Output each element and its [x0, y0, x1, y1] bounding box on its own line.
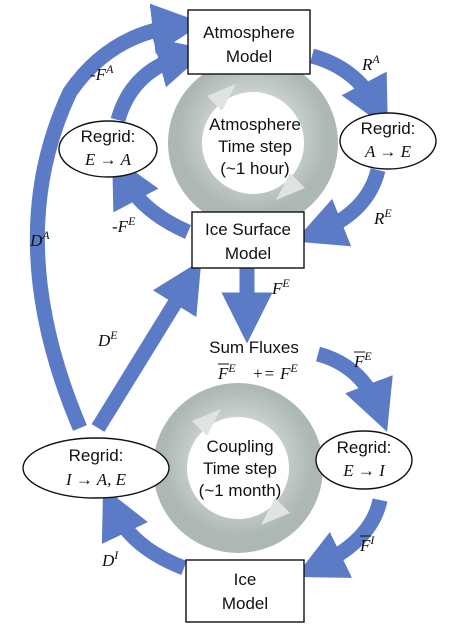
arrow-de [91, 260, 202, 432]
ice-model-box: Ice Model [185, 559, 305, 623]
ice-surface-model-line1: Ice Surface [205, 220, 291, 239]
atmosphere-model-box: Atmosphere Model [187, 9, 311, 75]
ring-arrowhead [276, 173, 305, 200]
ring-arrowhead [207, 84, 236, 111]
regrid-i-to-ae-map: I → A, E [65, 470, 127, 489]
arrow-di [101, 486, 187, 575]
arrow-fbar-e [315, 346, 393, 432]
label-da: DA [29, 228, 50, 250]
ring-arrowhead [192, 409, 221, 436]
atmosphere-model-line1: Atmosphere [203, 23, 295, 42]
regrid-i-to-ae-title: Regrid: [69, 446, 124, 465]
label-di: DI [101, 548, 119, 570]
label-neg-fa: -FA [90, 62, 114, 84]
ice-model-line1: Ice [234, 570, 257, 589]
coupling-timestep-label: Coupling Time step (~1 month) [199, 437, 282, 500]
svg-text:Coupling: Coupling [206, 437, 273, 456]
regrid-e-to-i-oval: Regrid: E → I [315, 430, 413, 490]
sum-eq-op: += [252, 364, 275, 383]
regrid-a-to-e-map: A → E [364, 142, 412, 161]
ring-arrowhead [261, 498, 290, 525]
svg-text:Time step: Time step [203, 459, 277, 478]
label-neg-fe: -FE [112, 214, 136, 236]
arrow-neg-fe [112, 155, 192, 239]
ice-model-line2: Model [222, 594, 268, 613]
svg-text:Atmosphere: Atmosphere [209, 115, 301, 134]
label-fbar-e: FE [353, 349, 372, 371]
regrid-e-to-i-title: Regrid: [337, 438, 392, 457]
regrid-e-to-a-oval: Regrid: E → A [58, 120, 158, 178]
label-de: DE [97, 328, 118, 350]
atmosphere-timestep-label: Atmosphere Time step (~1 hour) [209, 115, 301, 178]
regrid-e-to-i-map: E → I [342, 461, 386, 480]
coupling-timestep-ring [153, 383, 323, 553]
regrid-i-to-ae-oval: Regrid: I → A, E [22, 437, 170, 499]
sum-fluxes-block: Sum Fluxes FE += FE [209, 338, 299, 383]
label-fbar-i: FI [359, 533, 375, 555]
sum-fluxes-title: Sum Fluxes [209, 338, 299, 357]
regrid-a-to-e-title: Regrid: [361, 119, 416, 138]
arrow-da [29, 3, 204, 431]
sum-eq-rhs: FE [279, 361, 298, 383]
sum-eq-lhs: FE [217, 361, 236, 383]
flow-arrows [29, 3, 393, 578]
ice-surface-model-line2: Model [225, 244, 271, 263]
regrid-e-to-a-map: E → A [84, 150, 132, 169]
arrow-neg-fa [110, 38, 209, 123]
svg-text:Time step: Time step [218, 137, 292, 156]
svg-text:(~1 month): (~1 month) [199, 481, 282, 500]
atmosphere-model-line2: Model [226, 47, 272, 66]
svg-text:FE: FE [353, 349, 372, 371]
atmosphere-timestep-ring [168, 58, 338, 228]
regrid-a-to-e-oval: Regrid: A → E [339, 112, 437, 170]
regrid-e-to-a-title: Regrid: [81, 127, 136, 146]
arrow-ra [309, 48, 388, 129]
label-fe: FE [271, 276, 290, 298]
svg-text:FI: FI [359, 533, 375, 555]
label-ra: RA [361, 52, 380, 74]
arrow-re [294, 167, 386, 247]
svg-text:(~1 hour): (~1 hour) [220, 159, 289, 178]
label-re: RE [373, 206, 392, 228]
ice-surface-model-box: Ice Surface Model [191, 211, 305, 269]
